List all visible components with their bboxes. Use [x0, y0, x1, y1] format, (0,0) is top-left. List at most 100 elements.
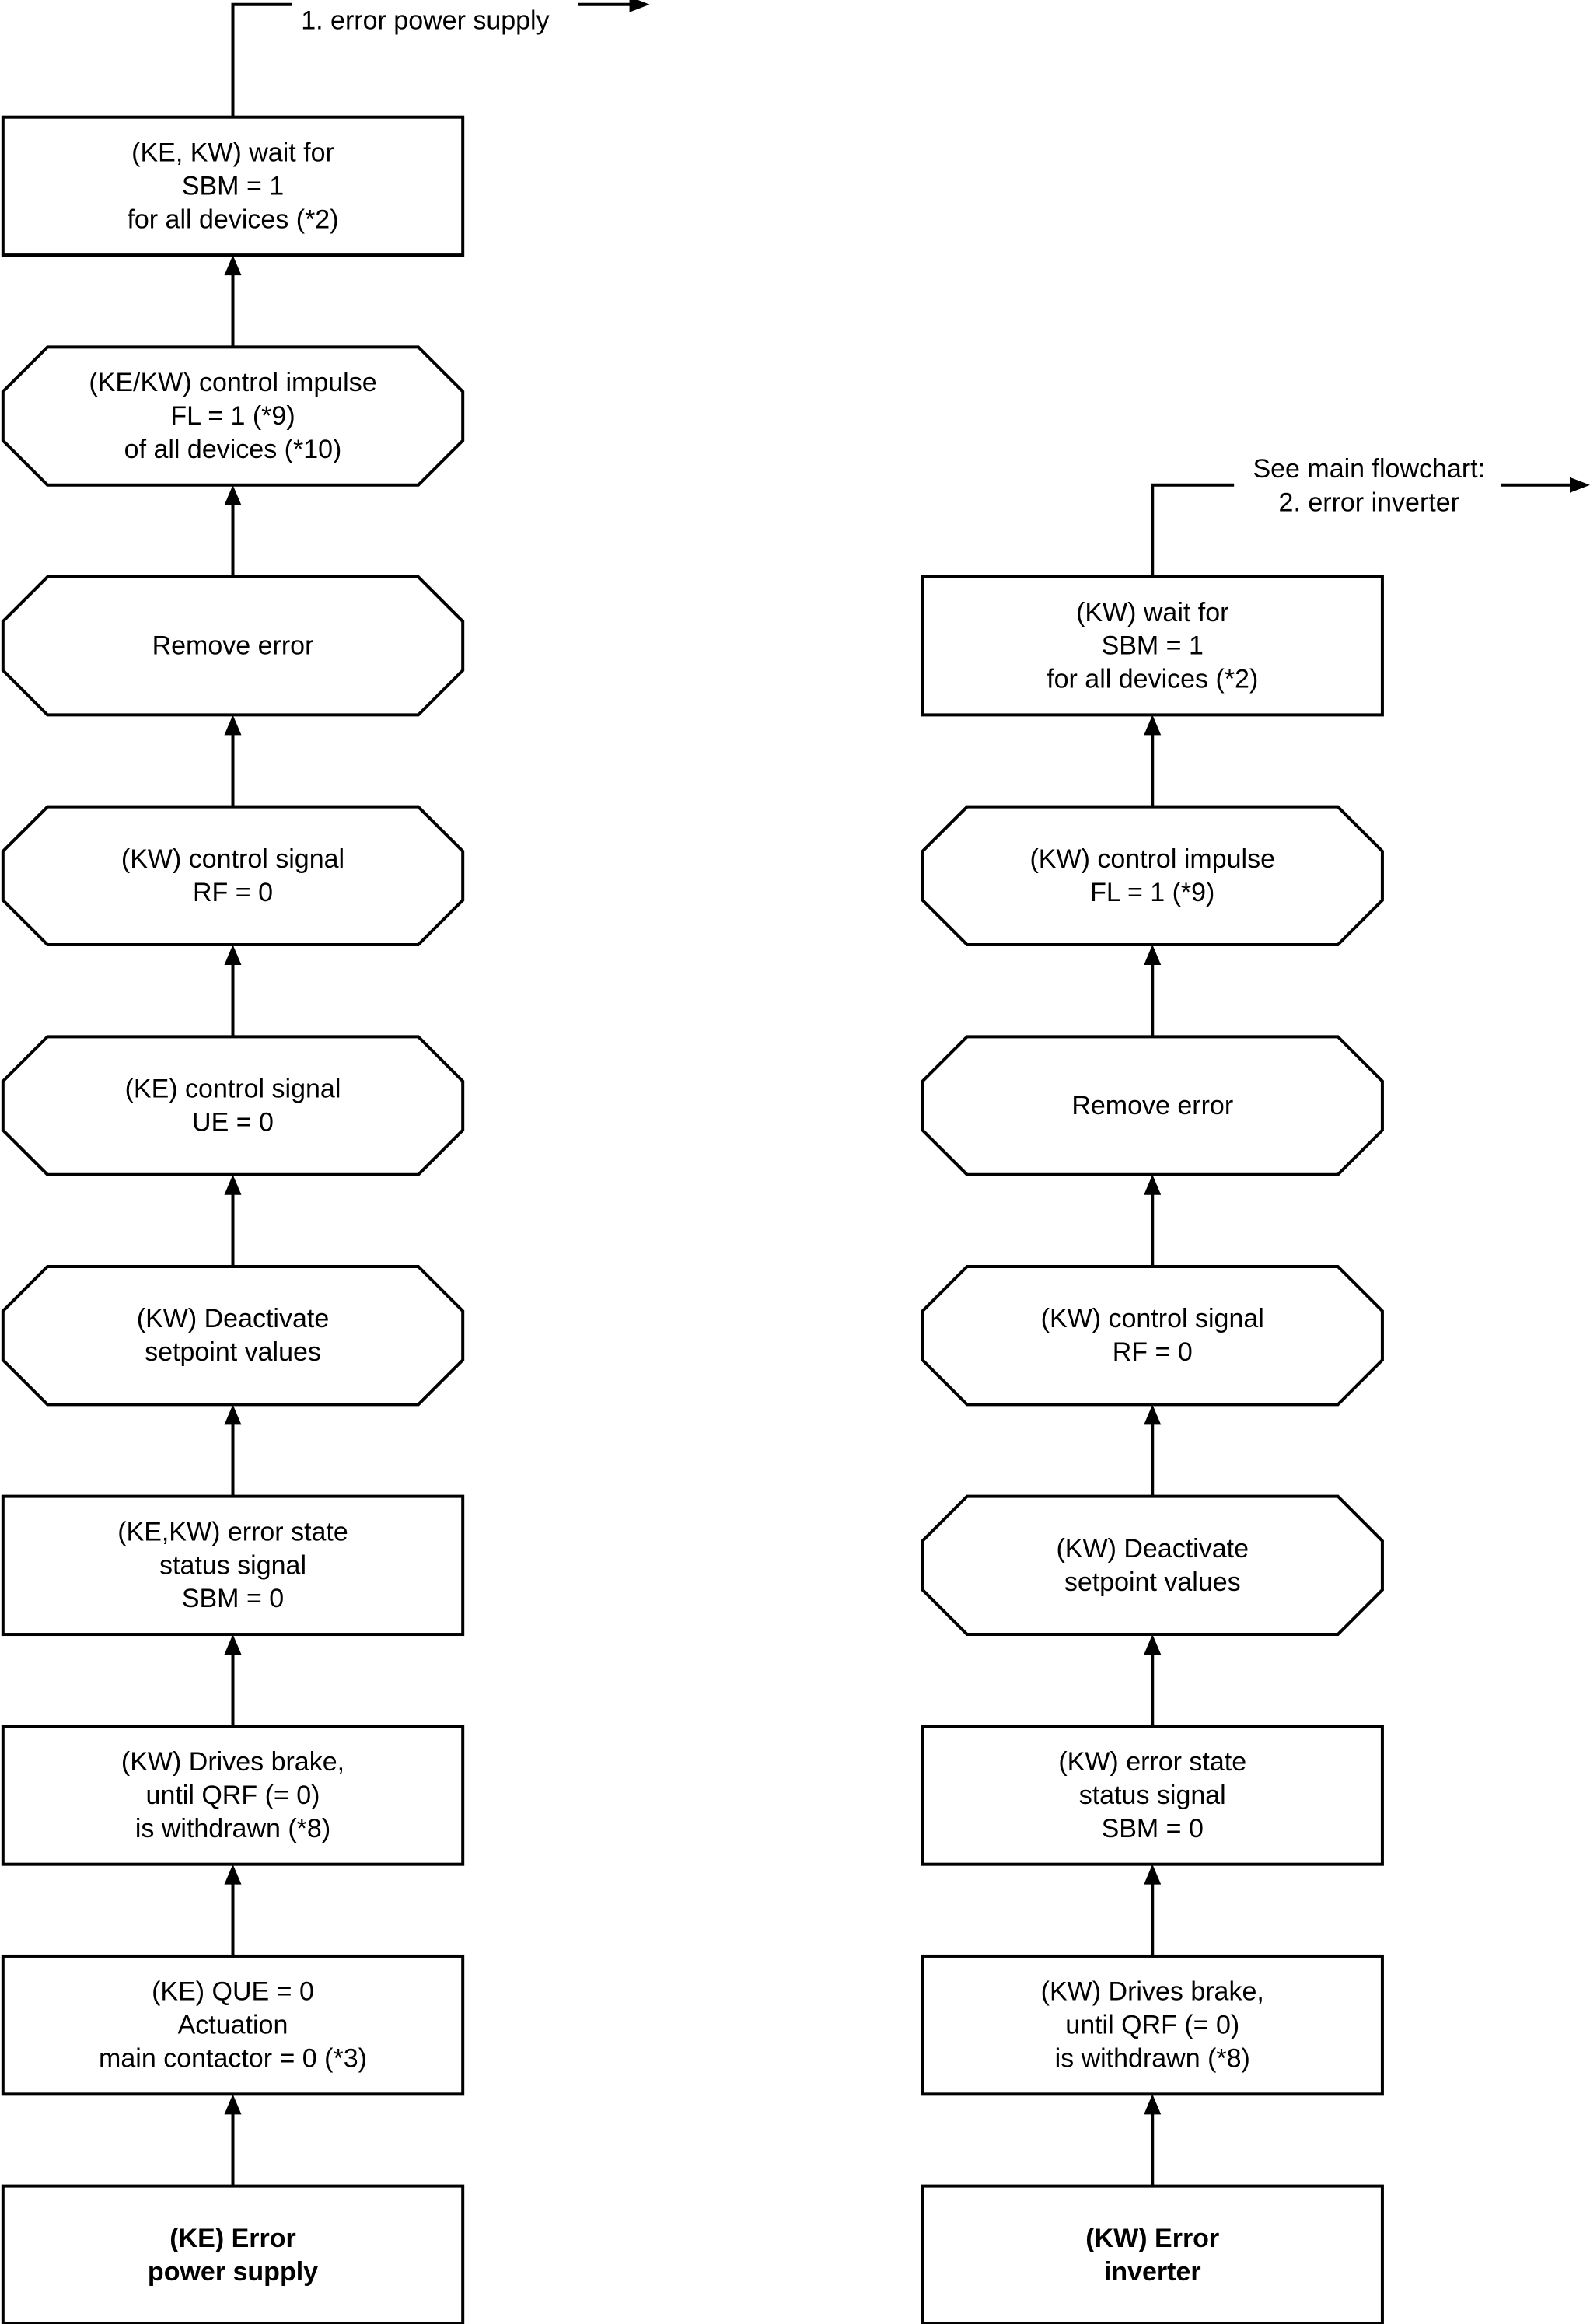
node-text-line: Actuation [178, 2011, 288, 2040]
left-flow-8-arrowhead [224, 2094, 242, 2115]
right-flow-1-arrowhead [1144, 945, 1162, 966]
node-text-line: until QRF (= 0) [1065, 2011, 1239, 2040]
node-text-line: is withdrawn (*8) [135, 1814, 330, 1843]
process-box [1, 1954, 465, 2096]
octagon-step [921, 1494, 1384, 1637]
node-text-line: (KW) control signal [1041, 1304, 1264, 1333]
flow-node-l1: (KE) Error power supply [1, 2184, 465, 2324]
flow-node-r6: Remove error [921, 1035, 1384, 1176]
octagon-step [921, 805, 1384, 947]
node-text-line: for all devices (*2) [127, 204, 338, 234]
left-flow-6-arrowhead [224, 1634, 242, 1655]
node-text-line: (KW) Error [1085, 2224, 1219, 2253]
node-text-line: status signal [159, 1550, 306, 1580]
node-text-line: inverter [1104, 2257, 1201, 2287]
node-text-line: (KW) control impulse [1029, 844, 1275, 874]
left-flow-0-arrowhead [224, 255, 242, 276]
node-text-line: (KE) Error [169, 2224, 295, 2253]
flow-node-l3: (KW) Drives brake, until QRF (= 0) is with… [1, 1725, 465, 1866]
octagon-step [1, 575, 465, 717]
node-text-line: is withdrawn (*8) [1055, 2044, 1250, 2074]
node-text-line: Remove error [1071, 1091, 1233, 1120]
right-exit-line [1151, 483, 1235, 578]
node-text-line: SBM = 0 [1102, 1814, 1204, 1843]
flow-node-l9: (KE/KW) control impulse FL = 1 (*9) of all… [1, 345, 465, 487]
right-flow-2-arrowhead [1144, 1174, 1162, 1195]
node-text-line: (KW) control signal [121, 844, 344, 874]
left-flow-4-arrowhead [224, 1174, 242, 1195]
node-text-line: FL = 1 (*9) [1090, 878, 1214, 907]
node-text-line: until QRF (= 0) [146, 1781, 320, 1810]
process-box [921, 575, 1384, 717]
left-flow-3-arrowhead [224, 945, 242, 966]
octagon-step [1, 1035, 465, 1176]
flow-node-r1: (KW) Error inverter [921, 2184, 1384, 2324]
octagon-step [921, 1035, 1384, 1176]
node-text-line: (KE,KW) error state [117, 1517, 348, 1546]
process-box [1, 115, 465, 257]
right-flow-6-arrowhead [1144, 2094, 1162, 2115]
left-flow-1-arrowhead [224, 484, 242, 505]
flow-node-l2: (KE) QUE = 0 Actuation main contactor = 0 … [1, 1954, 465, 2096]
right-flow-5-arrowhead [1144, 1864, 1162, 1885]
node-text-line: RF = 0 [1113, 1337, 1193, 1367]
node-text-line: (KE, KW) wait for [131, 138, 334, 167]
left-flow-7-arrowhead [224, 1864, 242, 1885]
node-text-line: main contactor = 0 (*3) [99, 2044, 367, 2074]
right-flow-4-arrowhead [1144, 1634, 1162, 1655]
node-text-line: SBM = 0 [182, 1584, 284, 1613]
left-flow-5-arrowhead [224, 1404, 242, 1425]
flow-node-l8: Remove error [1, 575, 465, 717]
left-flow-2-arrowhead [224, 715, 242, 736]
right-flow-3-arrowhead [1144, 1404, 1162, 1425]
node-text-line: (KE/KW) control impulse [89, 368, 376, 397]
flow-node-l5: (KW) Deactivate setpoint values [1, 1264, 465, 1407]
process-box [921, 1725, 1384, 1866]
node-text-line: (KW) wait for [1076, 598, 1228, 627]
right-flow-0-arrowhead [1144, 715, 1162, 736]
process-box [1, 2184, 465, 2324]
flow-node-r5: (KW) control signal RF = 0 [921, 1264, 1384, 1407]
node-text-line: Remove error [152, 631, 314, 661]
node-text-line: SBM = 1 [1102, 631, 1204, 661]
node-text-line: SBM = 1 [182, 171, 284, 201]
node-text-line: for all devices (*2) [1047, 665, 1258, 694]
left-exit-arrowhead [629, 0, 650, 12]
octagon-step [1, 1264, 465, 1407]
octagon-step [1, 345, 465, 487]
node-text-line: (KW) Deactivate [137, 1304, 330, 1333]
node-text-line: (KW) Drives brake, [1041, 1977, 1264, 2007]
node-text-line: (KW) error state [1058, 1747, 1246, 1777]
flow-node-l6: (KE) control signal UE = 0 [1, 1035, 465, 1176]
left-exit-label: 1. error power supply [301, 6, 549, 36]
node-text-line: (KE) QUE = 0 [152, 1977, 314, 2007]
process-box [921, 2184, 1384, 2324]
node-text-line: UE = 0 [192, 1107, 274, 1137]
node-text-line: FL = 1 (*9) [170, 401, 295, 431]
node-text-line: power supply [148, 2257, 318, 2287]
right-exit-label-line: 2. error inverter [1279, 488, 1459, 518]
node-text-line: (KE) control signal [125, 1075, 341, 1104]
left-exit-line [231, 2, 292, 117]
flow-node-r2: (KW) Drives brake, until QRF (= 0) is with… [921, 1954, 1384, 2096]
flow-node-r7: (KW) control impulse FL = 1 (*9) [921, 805, 1384, 947]
node-text-line: setpoint values [1064, 1567, 1241, 1597]
right-exit-label-line: See main flowchart: [1253, 454, 1485, 484]
octagon-step [921, 1264, 1384, 1407]
node-text-line: of all devices (*10) [124, 435, 342, 464]
octagon-step [1, 805, 465, 947]
node-text-line: (KW) Drives brake, [121, 1747, 344, 1777]
process-box [1, 1725, 465, 1866]
flow-node-l7: (KW) control signal RF = 0 [1, 805, 465, 947]
node-text-line: RF = 0 [193, 878, 273, 907]
node-text-line: setpoint values [145, 1337, 321, 1367]
right-exit-arrowhead [1570, 477, 1590, 493]
node-text-line: (KW) Deactivate [1056, 1534, 1249, 1564]
node-text-line: status signal [1079, 1781, 1226, 1810]
